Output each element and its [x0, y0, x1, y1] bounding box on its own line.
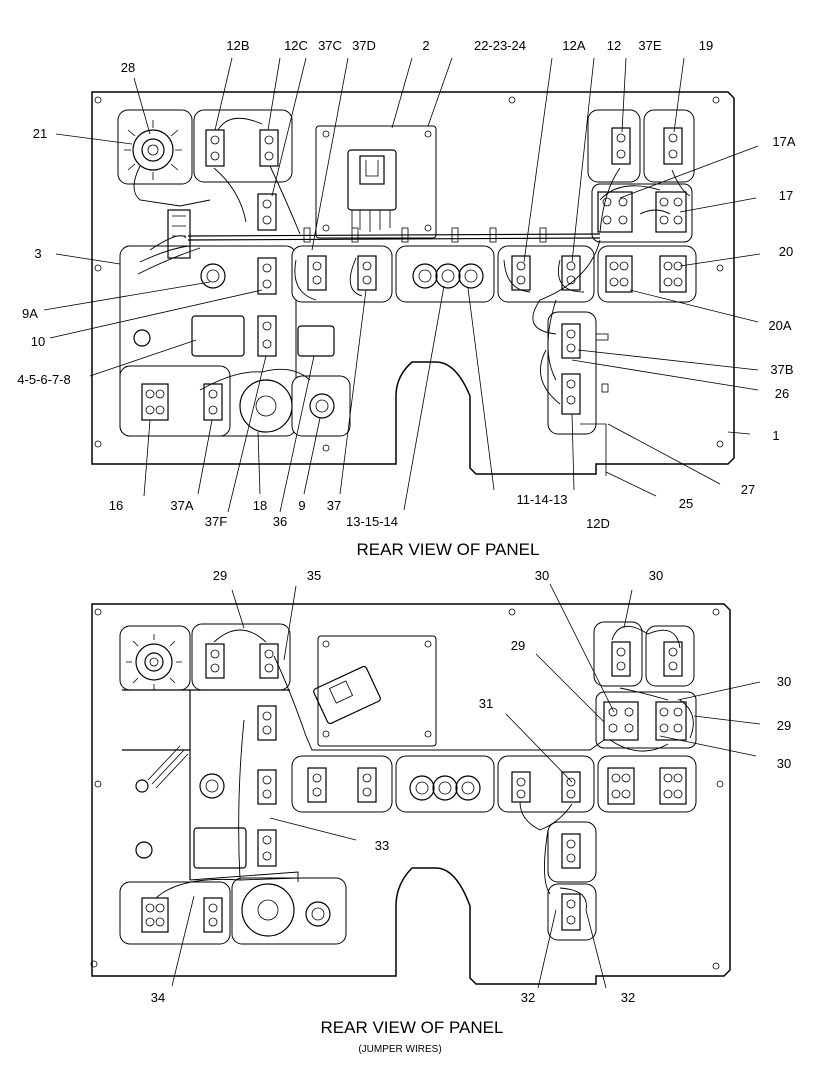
top-relay: [322, 130, 432, 232]
bottom-panel-view: 29 35 30 30 29 30 31 29 30 33 34 32 32 R…: [90, 568, 791, 1055]
callout-13-15-14: 13-15-14: [346, 514, 398, 529]
bottom-view-subtitle: (JUMPER WIRES): [358, 1044, 441, 1055]
bottom-sections: [119, 621, 697, 945]
top-view-title: REAR VIEW OF PANEL: [357, 540, 540, 559]
top-rotary-switch: [124, 120, 211, 207]
callout-22-23-24: 22-23-24: [474, 38, 526, 53]
callout-32-b: 32: [621, 990, 635, 1005]
callout-2: 2: [422, 38, 429, 53]
callout-37: 37: [327, 498, 341, 513]
callout-37A: 37A: [170, 498, 193, 513]
callout-37F: 37F: [205, 514, 227, 529]
top-wiring-harness: [137, 117, 691, 476]
callout-9A: 9A: [22, 306, 38, 321]
callout-25: 25: [679, 496, 693, 511]
callout-11-14-13: 11-14-13: [516, 492, 567, 507]
bottom-terminal-strips: [141, 641, 687, 933]
callout-4-5-6-7-8: 4-5-6-7-8: [17, 372, 70, 387]
callout-12A: 12A: [562, 38, 585, 53]
callout-1: 1: [772, 428, 779, 443]
top-panel-view: 12B 12C 37C 37D 2 22-23-24 12A 12 37E 19…: [17, 38, 796, 559]
callout-27: 27: [741, 482, 755, 497]
top-mounting-holes: [94, 96, 724, 452]
bottom-jumper-wires: [155, 625, 694, 911]
top-round-components: [133, 209, 484, 433]
callout-37B: 37B: [770, 362, 793, 377]
callout-20A: 20A: [768, 318, 791, 333]
callout-37E: 37E: [638, 38, 661, 53]
callout-37C: 37C: [318, 38, 342, 53]
callout-30-a: 30: [535, 568, 549, 583]
callout-31: 31: [479, 696, 493, 711]
callout-17A: 17A: [772, 134, 795, 149]
callout-30-b: 30: [649, 568, 663, 583]
callout-20: 20: [779, 244, 793, 259]
callout-19: 19: [699, 38, 713, 53]
callout-35: 35: [307, 568, 321, 583]
callout-26: 26: [775, 386, 789, 401]
callout-37D: 37D: [352, 38, 376, 53]
callout-21: 21: [33, 126, 47, 141]
callout-29-a: 29: [213, 568, 227, 583]
callout-17: 17: [779, 188, 793, 203]
bottom-view-title: REAR VIEW OF PANEL: [321, 1018, 504, 1037]
top-sections: [117, 109, 697, 437]
callout-30-d: 30: [777, 756, 791, 771]
callout-16: 16: [109, 498, 123, 513]
callout-12B: 12B: [226, 38, 249, 53]
callout-9: 9: [298, 498, 305, 513]
callout-12: 12: [607, 38, 621, 53]
bottom-mounting-holes: [90, 608, 724, 970]
bottom-relay: [313, 640, 432, 738]
bottom-round-components: [135, 745, 481, 937]
bottom-rotary-switch: [126, 634, 182, 690]
top-callouts: 12B 12C 37C 37D 2 22-23-24 12A 12 37E 19…: [17, 38, 796, 531]
callout-33: 33: [375, 838, 389, 853]
callout-12D: 12D: [586, 516, 610, 531]
callout-3: 3: [34, 246, 41, 261]
callout-28: 28: [121, 60, 135, 75]
callout-12C: 12C: [284, 38, 308, 53]
callout-18: 18: [253, 498, 267, 513]
bottom-leader-lines: [171, 583, 761, 989]
callout-29-b: 29: [511, 638, 525, 653]
callout-34: 34: [151, 990, 165, 1005]
callout-30-c: 30: [777, 674, 791, 689]
top-leader-lines: [43, 57, 761, 513]
callout-29-c: 29: [777, 718, 791, 733]
callout-10: 10: [31, 334, 45, 349]
callout-32-a: 32: [521, 990, 535, 1005]
callout-36: 36: [273, 514, 287, 529]
bottom-callouts: 29 35 30 30 29 30 31 29 30 33 34 32 32: [151, 568, 791, 1005]
